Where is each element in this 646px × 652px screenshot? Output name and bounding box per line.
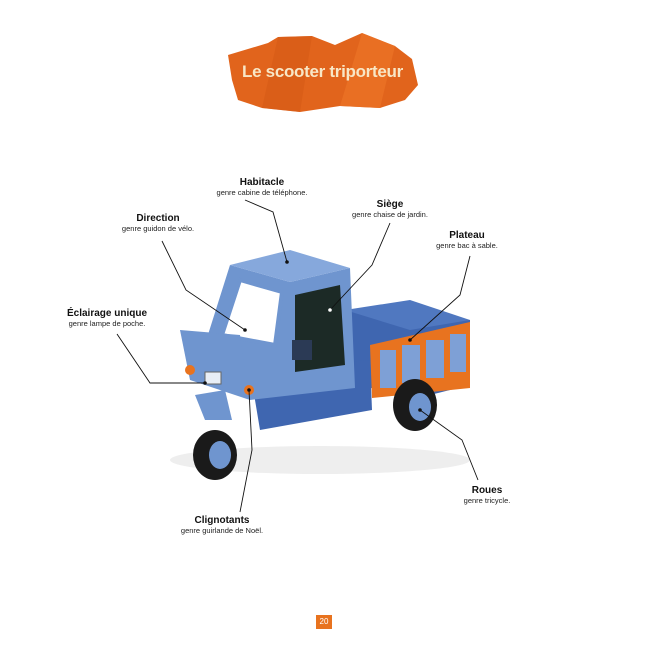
label-subtitle: genre bac à sable. <box>436 241 498 250</box>
label-subtitle: genre cabine de téléphone. <box>216 188 308 197</box>
page-number: 20 <box>316 615 332 629</box>
label-subtitle: genre guidon de vélo. <box>121 224 195 233</box>
label-plateau: Plateau genre bac à sable. <box>436 230 498 251</box>
label-title: Plateau <box>449 230 485 241</box>
scooter-triporteur-image <box>170 250 470 480</box>
label-eclairage: Éclairage unique genre lampe de poche. <box>67 308 147 329</box>
title-banner <box>228 33 418 112</box>
page-title: Le scooter triporteur <box>242 62 403 81</box>
label-siege: Siège genre chaise de jardin. <box>352 199 428 220</box>
label-subtitle: genre lampe de poche. <box>68 319 146 328</box>
label-subtitle: genre tricycle. <box>463 496 511 505</box>
leader-lines <box>116 199 479 513</box>
label-title: Roues <box>471 485 503 496</box>
label-subtitle: genre chaise de jardin. <box>352 210 428 219</box>
label-title: Direction <box>136 213 180 224</box>
label-direction: Direction genre guidon de vélo. <box>122 213 194 234</box>
label-subtitle: genre guirlande de Noël. <box>180 526 264 535</box>
label-title: Habitacle <box>239 177 285 188</box>
label-title: Clignotants <box>194 515 250 526</box>
label-habitacle: Habitacle genre cabine de téléphone. <box>217 177 308 198</box>
label-title: Siège <box>376 199 404 210</box>
label-clignotants: Clignotants genre guirlande de Noël. <box>181 515 263 536</box>
label-roues: Roues genre tricycle. <box>464 485 511 506</box>
label-title: Éclairage unique <box>66 308 148 319</box>
